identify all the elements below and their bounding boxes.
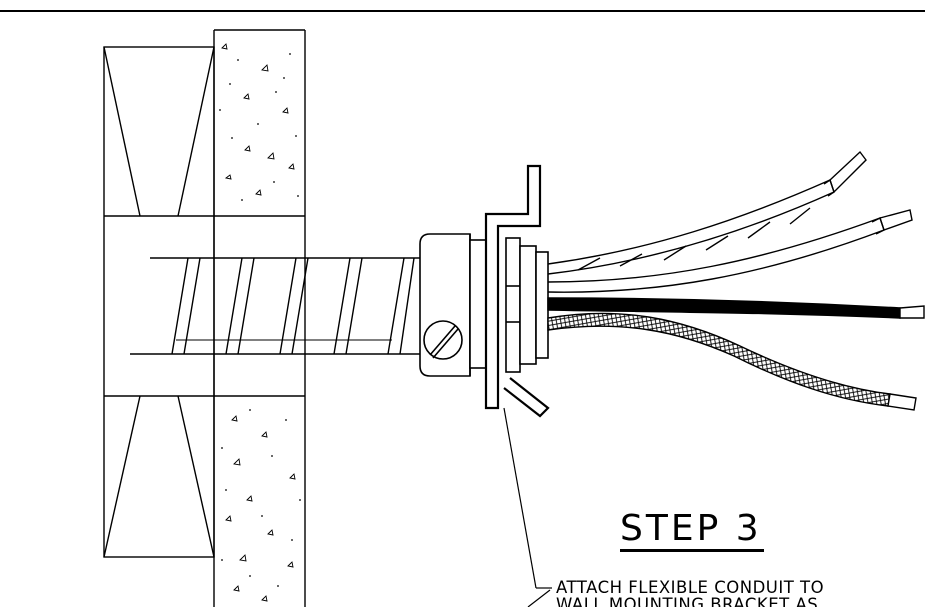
instruction-note: ATTACH FLEXIBLE CONDUIT TO WALL MOUNTING…	[556, 579, 925, 607]
leader-line	[503, 407, 552, 607]
step-title: STEP 3	[620, 509, 764, 552]
mounting-bracket	[484, 164, 550, 418]
wall-stud	[103, 46, 305, 558]
wire-bundle	[547, 150, 925, 411]
concrete-texture	[219, 43, 301, 602]
note-line-1: ATTACH FLEXIBLE CONDUIT TO	[556, 579, 825, 597]
note-line-2: WALL MOUNTING BRACKET AS	[556, 595, 819, 607]
flexible-conduit	[130, 257, 420, 355]
wall-panel	[213, 29, 306, 607]
locknut	[469, 237, 549, 373]
set-screw	[423, 320, 463, 360]
